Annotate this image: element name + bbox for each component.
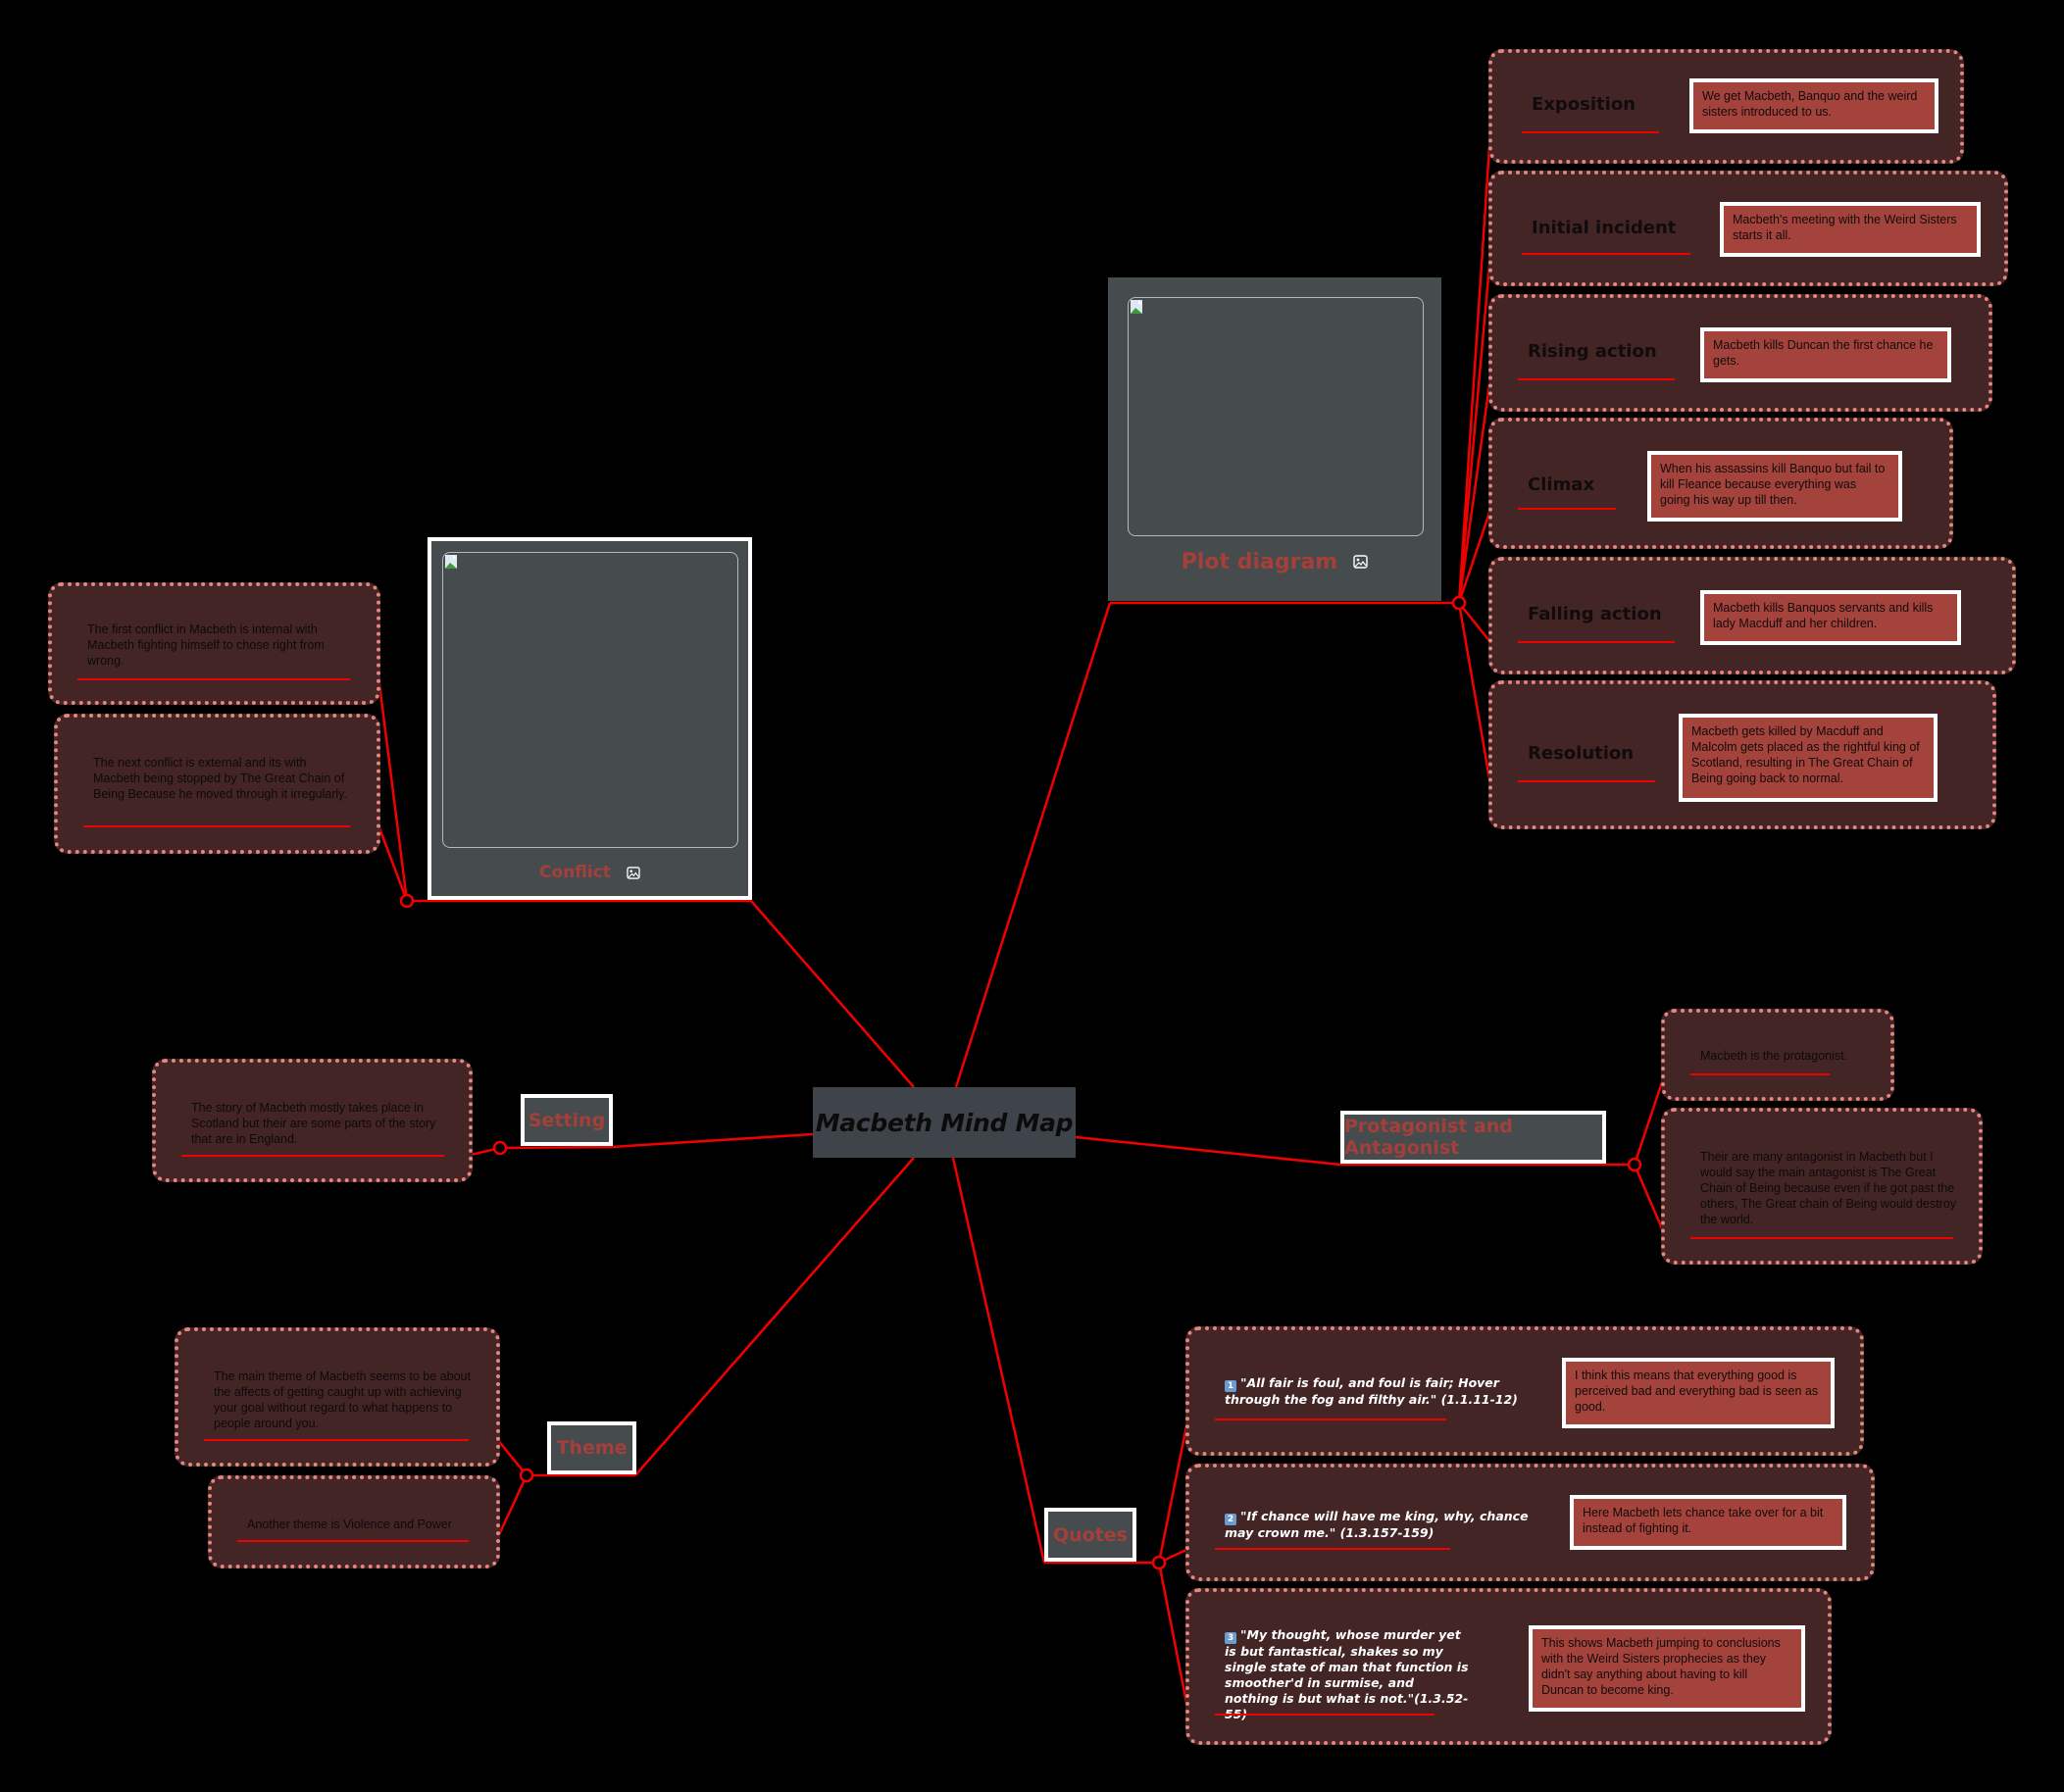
- stage-title: Climax: [1528, 474, 1595, 495]
- quote-item[interactable]: 3"My thought, whose murder yet is but fa…: [1185, 1588, 1832, 1745]
- plot-stage-rising-action[interactable]: Rising action Macbeth kills Duncan the f…: [1488, 294, 1992, 412]
- quote-text: 1"All fair is foul, and foul is fair; Ho…: [1225, 1375, 1518, 1407]
- setting-item[interactable]: The story of Macbeth mostly takes place …: [152, 1059, 473, 1182]
- broken-image-icon: [445, 555, 457, 569]
- conflict-item[interactable]: The first conflict in Macbeth is interna…: [48, 582, 380, 705]
- quote-note[interactable]: This shows Macbeth jumping to conclusion…: [1529, 1625, 1805, 1712]
- plot-diagram-label: Plot diagram: [1181, 549, 1338, 574]
- stage-note[interactable]: Macbeth kills Duncan the first chance he…: [1700, 327, 1951, 382]
- plot-stage-resolution[interactable]: Resolution Macbeth gets killed by Macduf…: [1488, 680, 1996, 829]
- root-title: Macbeth Mind Map: [815, 1108, 1074, 1137]
- broken-image-icon: [1131, 300, 1142, 314]
- keycap-3-icon: 3: [1225, 1632, 1236, 1644]
- stage-note[interactable]: Macbeth's meeting with the Weird Sisters…: [1720, 202, 1981, 257]
- quote-item[interactable]: 1"All fair is foul, and foul is fair; Ho…: [1185, 1326, 1864, 1456]
- plot-stage-initial-incident[interactable]: Initial incident Macbeth's meeting with …: [1488, 171, 2008, 286]
- plot-diagram-node[interactable]: Plot diagram: [1108, 277, 1441, 601]
- stage-title: Exposition: [1532, 94, 1636, 115]
- conflict-label: Conflict: [539, 863, 611, 882]
- plot-stage-climax[interactable]: Climax When his assassins kill Banquo bu…: [1488, 418, 1953, 549]
- quote-item[interactable]: 2"If chance will have me king, why, chan…: [1185, 1464, 1875, 1581]
- stage-title: Initial incident: [1532, 218, 1677, 238]
- setting-node[interactable]: Setting: [521, 1094, 613, 1146]
- protagonist-antagonist-node[interactable]: Protagonist and Antagonist: [1340, 1111, 1606, 1164]
- stage-note[interactable]: We get Macbeth, Banquo and the weird sis…: [1689, 78, 1938, 133]
- quotes-node[interactable]: Quotes: [1044, 1508, 1136, 1562]
- image-placeholder-frame: [1128, 297, 1424, 536]
- theme-item[interactable]: Another theme is Violence and Power: [208, 1475, 500, 1568]
- keycap-2-icon: 2: [1225, 1514, 1236, 1525]
- stage-note[interactable]: When his assassins kill Banquo but fail …: [1647, 451, 1902, 522]
- quote-note[interactable]: I think this means that everything good …: [1562, 1358, 1835, 1428]
- stage-note[interactable]: Macbeth gets killed by Macduff and Malco…: [1679, 714, 1938, 802]
- image-placeholder-frame: [442, 552, 738, 848]
- stage-title: Resolution: [1528, 743, 1635, 764]
- quote-note[interactable]: Here Macbeth lets chance take over for a…: [1570, 1495, 1846, 1550]
- stage-title: Rising action: [1528, 341, 1657, 362]
- theme-node[interactable]: Theme: [547, 1421, 636, 1474]
- image-icon[interactable]: [1353, 555, 1368, 569]
- protagonist-item[interactable]: Macbeth is the protagonist.: [1661, 1009, 1894, 1101]
- conflict-item[interactable]: The next conflict is external and its wi…: [54, 714, 380, 854]
- quote-text: 3"My thought, whose murder yet is but fa…: [1225, 1627, 1469, 1721]
- quote-text: 2"If chance will have me king, why, chan…: [1225, 1509, 1529, 1540]
- keycap-1-icon: 1: [1225, 1380, 1236, 1392]
- root-node[interactable]: Macbeth Mind Map: [813, 1087, 1076, 1158]
- theme-item[interactable]: The main theme of Macbeth seems to be ab…: [175, 1327, 500, 1467]
- plot-stage-exposition[interactable]: Exposition We get Macbeth, Banquo and th…: [1488, 49, 1964, 164]
- stage-title: Falling action: [1528, 604, 1662, 624]
- stage-note[interactable]: Macbeth kills Banquos servants and kills…: [1700, 590, 1961, 645]
- antagonist-item[interactable]: Their are many antagonist in Macbeth but…: [1661, 1108, 1983, 1265]
- image-icon[interactable]: [627, 866, 640, 879]
- plot-stage-falling-action[interactable]: Falling action Macbeth kills Banquos ser…: [1488, 557, 2016, 674]
- conflict-node[interactable]: Conflict: [428, 537, 752, 900]
